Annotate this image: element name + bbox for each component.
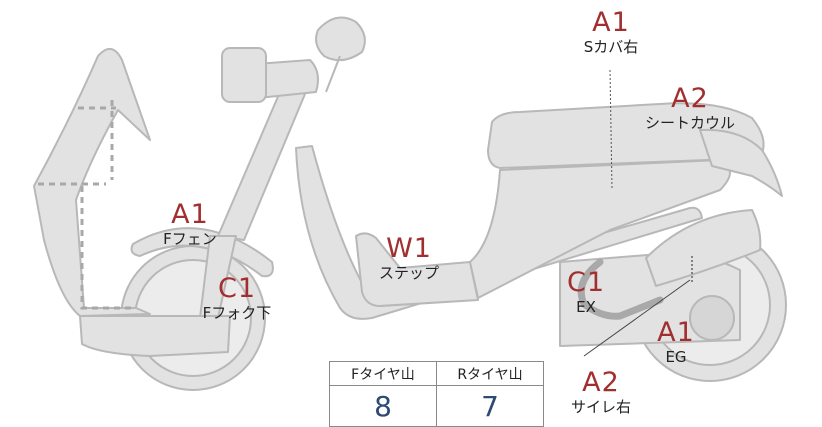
- part-label: Fフェン: [163, 230, 217, 248]
- damage-code: A2: [582, 366, 620, 400]
- front-lower-cover: [79, 315, 231, 357]
- damage-tag-front-fender: A1 Fフェン: [140, 198, 240, 248]
- damage-tag-seat-cowl: A2 シートカウル: [631, 82, 749, 132]
- rear-body: [469, 159, 731, 299]
- damage-tag-side-cover-right: A1 Sカバ右: [583, 6, 639, 56]
- damage-tag-front-fork-lower: C1 Fフォク下: [186, 272, 288, 322]
- damage-tag-exhaust: C1 EX: [558, 266, 614, 316]
- muffler: [645, 209, 762, 287]
- damage-code: A1: [592, 6, 630, 40]
- front-tire-header: Fタイヤ山: [329, 361, 437, 386]
- damage-tag-step: W1 ステップ: [362, 232, 456, 282]
- rear-tire-header: Rタイヤ山: [436, 361, 544, 386]
- tail-cowl: [699, 128, 783, 197]
- damage-code: A1: [171, 198, 209, 232]
- damage-tag-muffler-right: A2 サイレ右: [556, 366, 646, 416]
- handlebar: [255, 59, 319, 99]
- part-label: Fフォク下: [202, 304, 272, 322]
- damage-code: C1: [217, 272, 257, 306]
- mirror: [315, 16, 366, 62]
- headlight: [221, 47, 267, 103]
- damage-code: W1: [386, 232, 432, 266]
- front-tire-value: 8: [329, 385, 437, 427]
- damage-code: A2: [671, 82, 709, 116]
- damage-code: C1: [566, 266, 606, 300]
- part-label: ステップ: [378, 264, 439, 282]
- rear-tire-value: 7: [436, 385, 544, 427]
- damage-code: A1: [657, 316, 695, 350]
- frame-floor: [295, 145, 703, 320]
- front-fender: [130, 227, 274, 278]
- part-label: EG: [665, 348, 687, 366]
- part-label: EX: [576, 298, 596, 316]
- part-label: サイレ右: [570, 398, 631, 416]
- part-label: Sカバ右: [583, 38, 639, 56]
- tire-tread-table: Fタイヤ山 Rタイヤ山 8 7: [329, 361, 544, 427]
- part-label: シートカウル: [644, 114, 735, 132]
- seat: [487, 102, 765, 169]
- leg-shield: [33, 48, 151, 317]
- damage-tag-engine: A1 EG: [648, 316, 704, 366]
